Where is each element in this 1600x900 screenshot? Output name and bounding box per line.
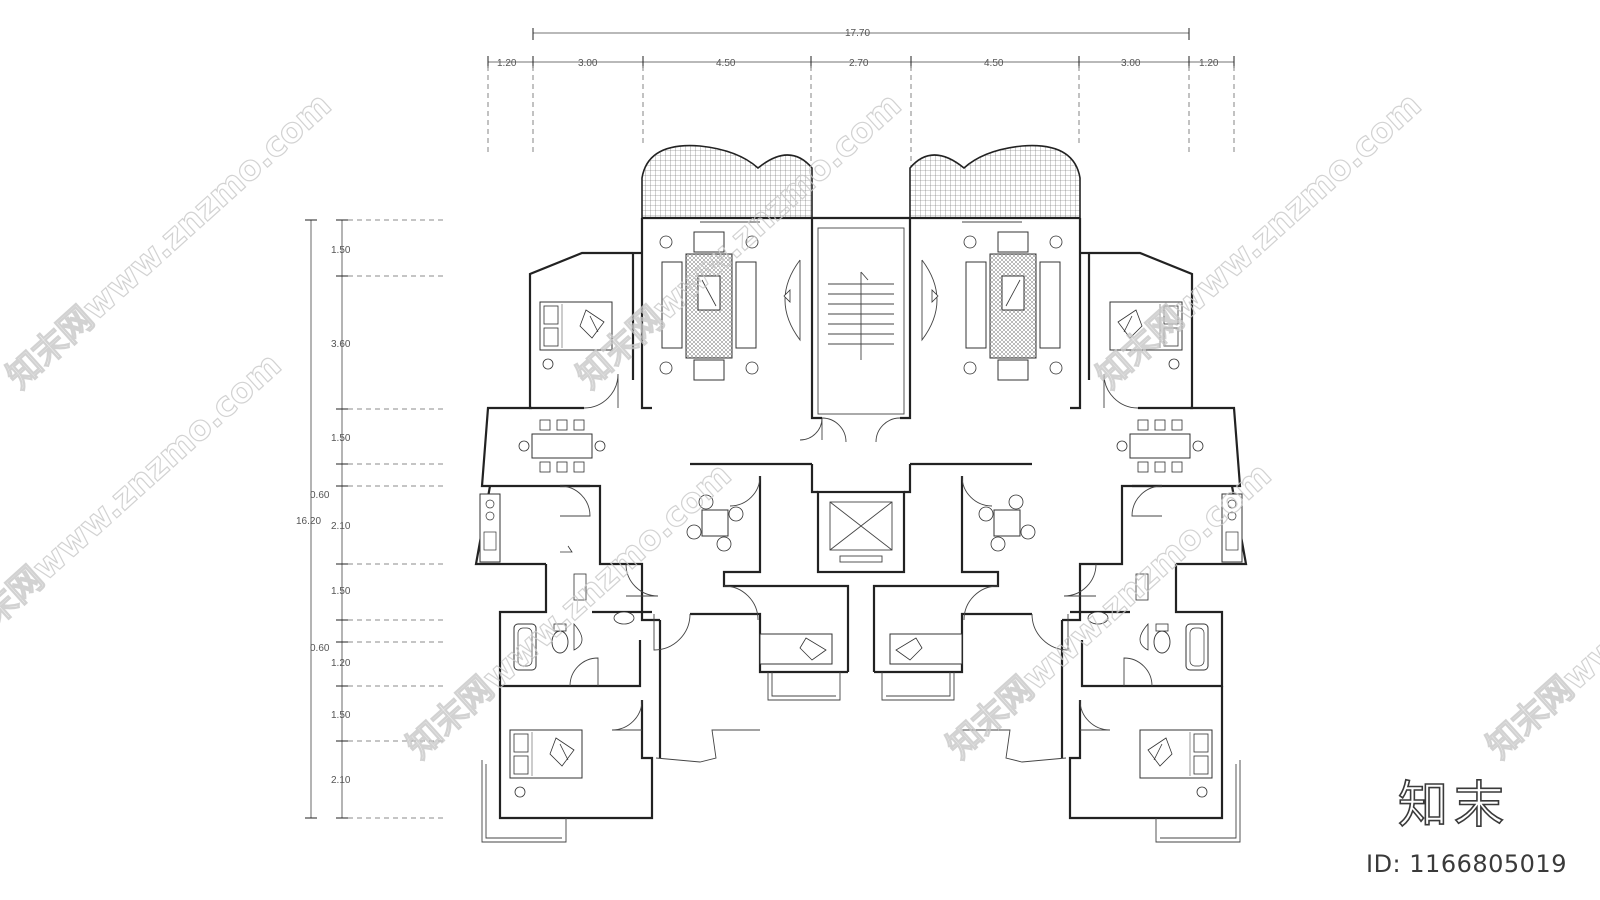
dimension-top-1: 1.20 (497, 58, 517, 69)
dimension-top-3: 4.50 (716, 58, 736, 69)
watermark-text-2: 知末网www.znzmo.com (569, 85, 909, 397)
watermark-text-5: 知末网www.znzmo.com (399, 455, 739, 767)
dimension-left-8: 1.20 (331, 658, 351, 669)
watermark-text-1: 知末网www.znzmo.com (0, 85, 339, 397)
dimension-top-5: 4.50 (984, 58, 1004, 69)
watermark-text-3: 知末网www.znzmo.com (1089, 85, 1429, 397)
unit-left-furniture (479, 231, 833, 798)
image-id-label: ID: 1166805019 (1366, 850, 1567, 878)
dimension-top-7: 1.20 (1199, 58, 1219, 69)
dimension-left-1: 1.50 (331, 245, 351, 256)
dimension-left-4: 0.60 (310, 490, 330, 501)
dimension-top-6: 3.00 (1121, 58, 1141, 69)
unit-right (872, 216, 1248, 843)
dimension-top-4: 2.70 (849, 58, 869, 69)
balcony-left (641, 144, 813, 219)
balcony-right (909, 144, 1081, 219)
watermark-text-4: 知末网www.znzmo.com (0, 345, 289, 657)
dimension-left-2: 3.60 (331, 339, 351, 350)
unit-left-walls (474, 216, 850, 843)
dimension-left-3: 1.50 (331, 433, 351, 444)
top-dimension-witness-lines (487, 66, 1235, 175)
dimension-left-5: 2.10 (331, 521, 351, 532)
left-dimension-chain: 16.20 1.50 3 (296, 219, 445, 819)
dimension-left-7: 0.60 (310, 643, 330, 654)
unit-left-doors (559, 259, 823, 731)
brand-logo: 知末 (1397, 775, 1510, 835)
dimension-overall-width: 17.70 (845, 28, 870, 39)
core-stair-elevator (810, 216, 912, 574)
dimension-left-6: 1.50 (331, 586, 351, 597)
dimension-top-2: 3.00 (578, 58, 598, 69)
dimension-left-9: 1.50 (331, 710, 351, 721)
watermark-text-6: 知末网www.znzmo.com (939, 455, 1279, 767)
watermark-text-7: 知末网www.znzmo.com (1479, 455, 1600, 767)
stair-treads (828, 283, 894, 345)
dimension-overall-depth: 16.20 (296, 516, 321, 527)
left-dimension-ticks (336, 219, 348, 819)
dimension-left-10: 2.10 (331, 775, 351, 786)
top-dimension-chain: 17.70 1.20 3.00 4.50 2.70 4.50 3.00 (487, 28, 1235, 175)
left-dimension-witness-lines (348, 219, 445, 819)
